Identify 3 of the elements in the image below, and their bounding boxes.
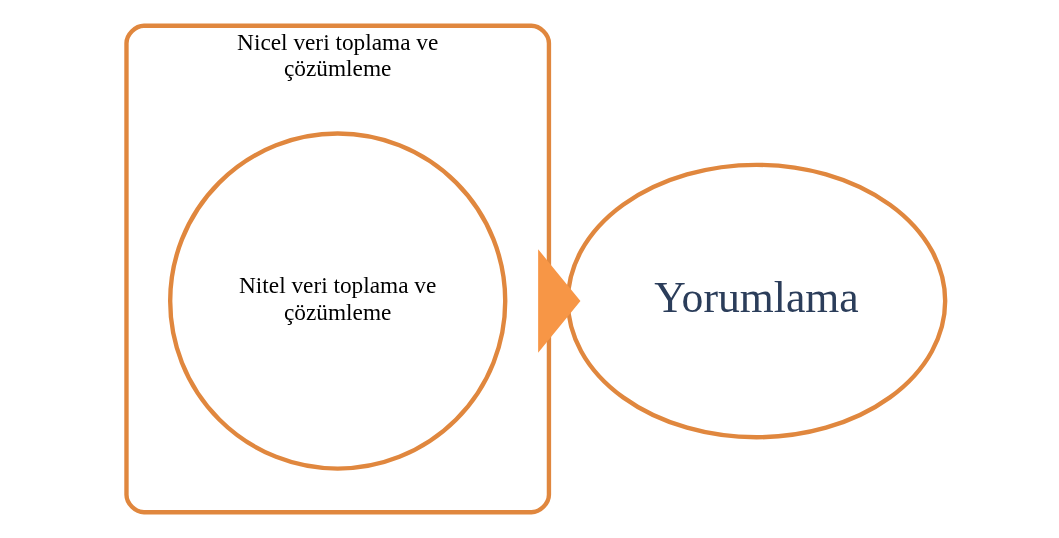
node-circle: Nitel veri toplama ve çözümleme bbox=[167, 131, 507, 471]
node-ellipse: Yorumlama bbox=[565, 162, 947, 440]
arrow bbox=[537, 249, 580, 353]
